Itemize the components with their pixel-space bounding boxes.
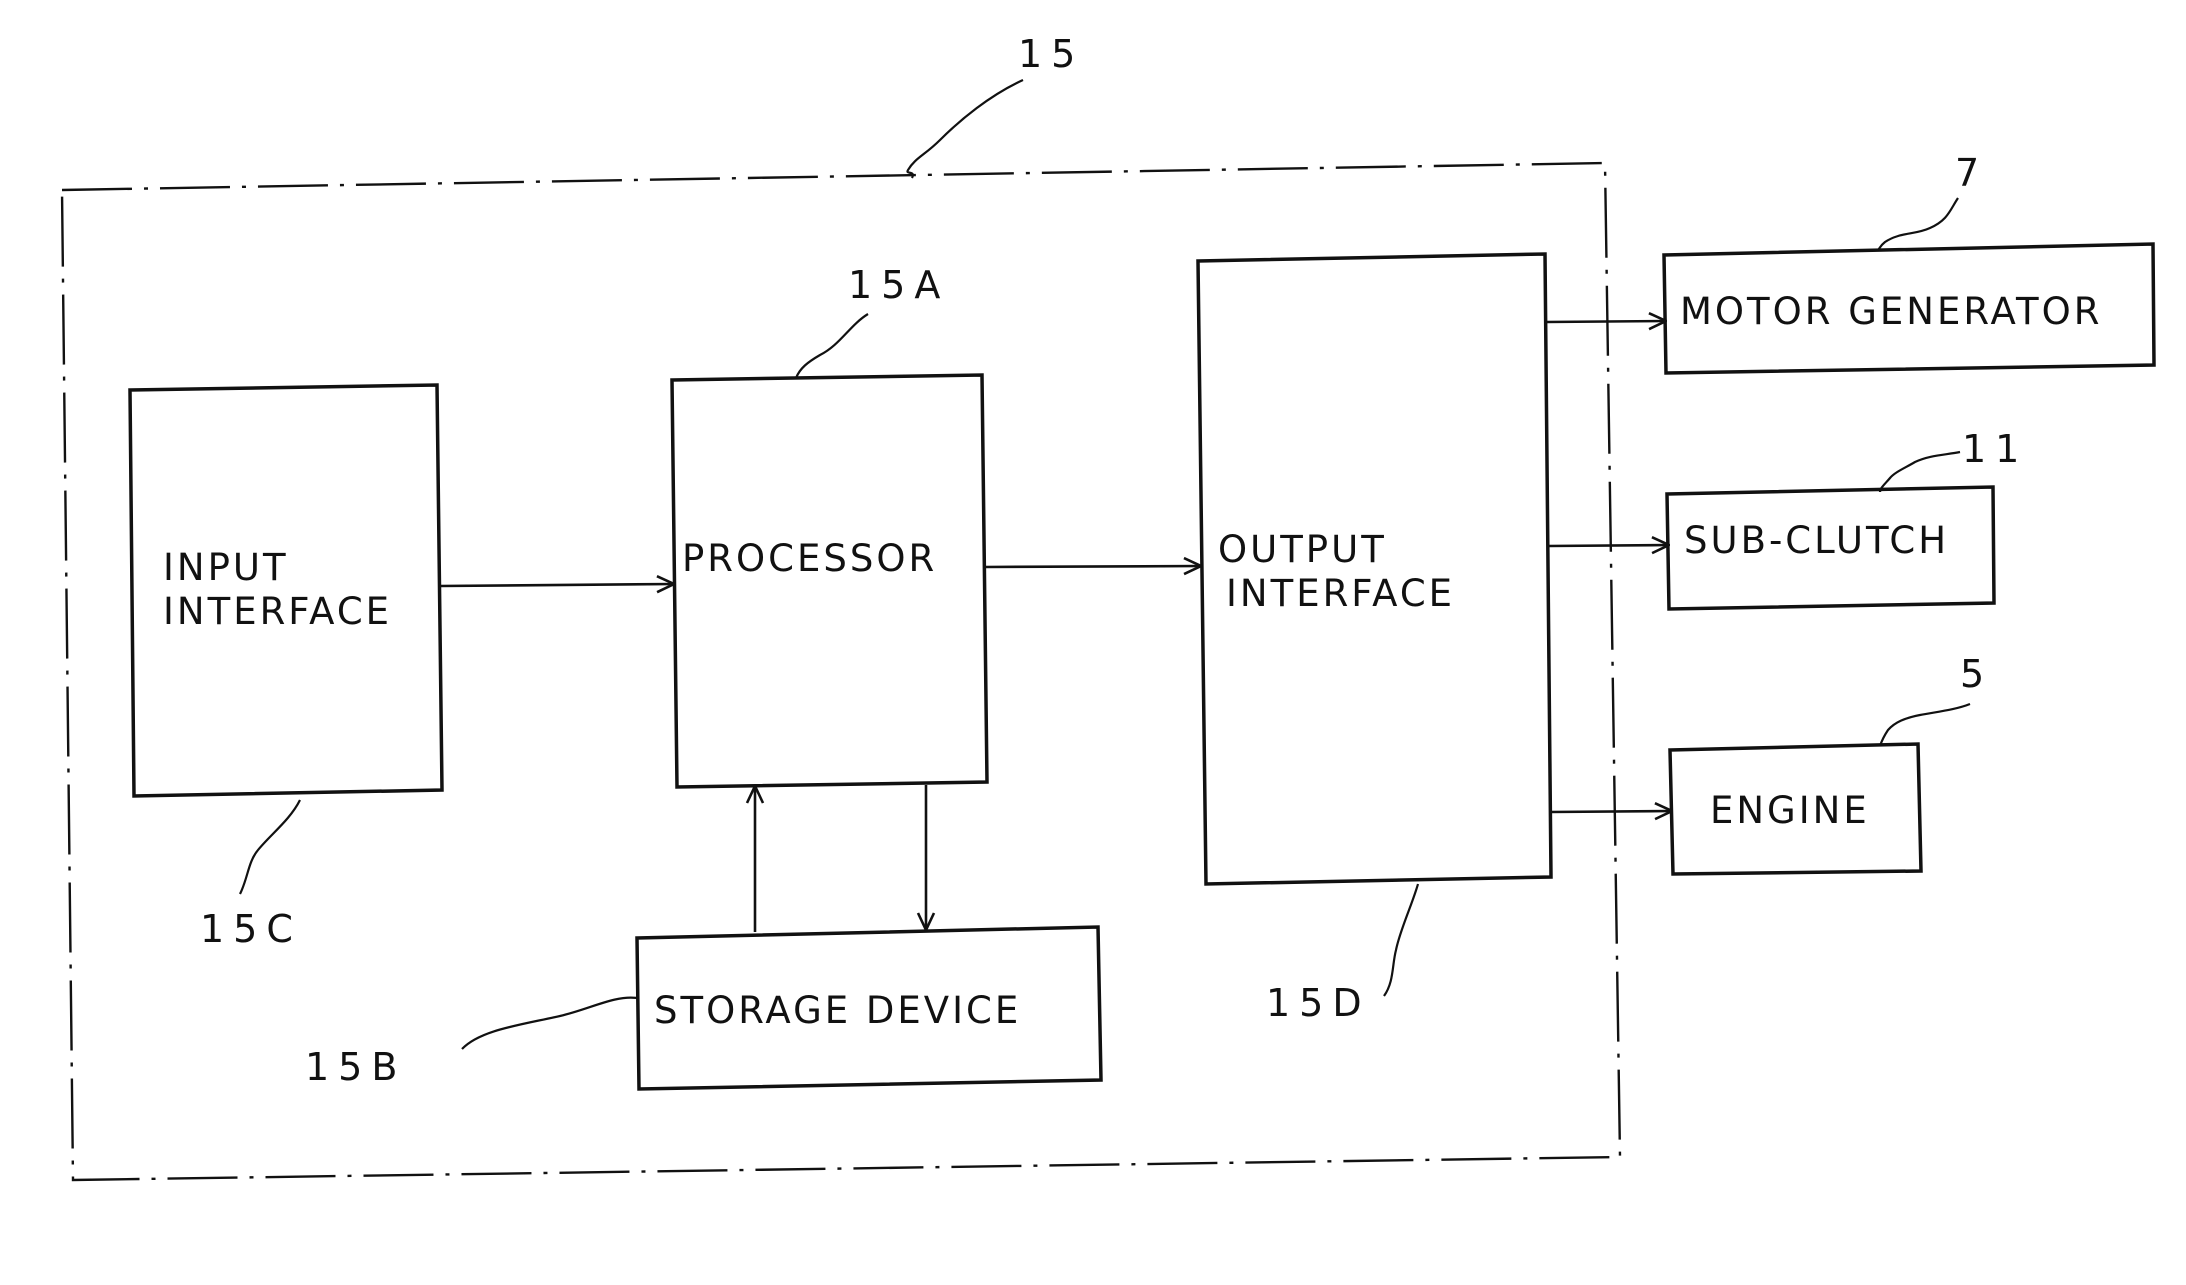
output-interface-label-line1: OUTPUT (1218, 528, 1387, 571)
output-interface-label-line2: INTERFACE (1226, 572, 1455, 615)
input-to-processor-arrow (440, 584, 674, 586)
leader-line-15a (796, 314, 868, 378)
leader-line-15c (240, 800, 300, 894)
motor-generator-label: MOTOR GENERATOR (1680, 290, 2102, 333)
engine-label: ENGINE (1710, 789, 1870, 832)
ref-15b: 15B (305, 1045, 406, 1089)
leader-line-7 (1878, 198, 1958, 250)
output-to-sub-clutch-arrow (1548, 545, 1669, 546)
leader-line-15d (1384, 884, 1418, 996)
ref-15: 15 (1018, 32, 1084, 76)
ref-11: 11 (1962, 427, 2028, 471)
processor-box (672, 375, 987, 787)
output-to-motor-generator-arrow (1546, 321, 1666, 322)
ref-15a: 15A (848, 263, 949, 307)
output-to-engine-arrow (1550, 811, 1672, 812)
ref-7: 7 (1955, 151, 1988, 195)
processor-label: PROCESSOR (682, 537, 937, 580)
input-interface-label-line1: INPUT (163, 546, 289, 589)
storage-device-label: STORAGE DEVICE (654, 989, 1021, 1032)
ref-5: 5 (1960, 652, 1993, 696)
leader-line-15b (462, 998, 637, 1049)
processor-to-output-arrow (985, 566, 1201, 567)
leader-line-11 (1880, 452, 1960, 492)
ref-15c: 15C (200, 907, 302, 951)
ref-15d: 15D (1266, 981, 1371, 1025)
leader-line-15 (907, 80, 1023, 178)
leader-line-5 (1880, 704, 1970, 746)
sub-clutch-label: SUB-CLUTCH (1684, 519, 1949, 562)
input-interface-label-line2: INTERFACE (163, 590, 392, 633)
